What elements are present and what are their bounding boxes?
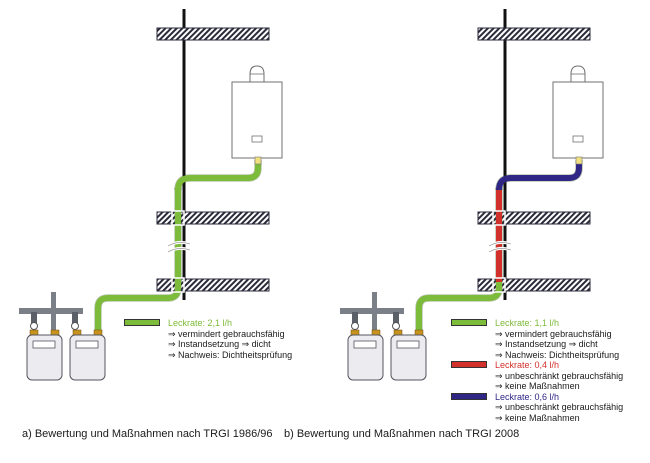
legend-title: Leckrate: 0,6 l/h xyxy=(495,391,560,402)
meter-fitting xyxy=(29,329,39,336)
legend-panel-b: Leckrate: 1,1 l/h⇒ vermindert gebrauchsf… xyxy=(451,318,623,423)
pipe-sleeve xyxy=(171,277,185,293)
legend-title: Leckrate: 0,4 l/h xyxy=(495,360,560,370)
legend-line: ⇒ keine Maßnahmen xyxy=(495,381,580,391)
legend-line: ⇒ Nachweis: Dichtheitsprüfung xyxy=(495,349,620,360)
heater-connector xyxy=(254,156,262,165)
floor-slab xyxy=(477,27,591,41)
gas-heater-icon xyxy=(552,81,604,159)
floor-slab xyxy=(477,278,591,292)
legend-line: ⇒ vermindert gebrauchsfähig xyxy=(495,328,612,339)
legend-swatch-blue xyxy=(451,392,487,400)
legend-swatch-green xyxy=(124,319,160,326)
legend-swatch-red xyxy=(451,361,487,368)
valve-icon xyxy=(30,322,38,330)
floor-slab xyxy=(156,278,270,292)
heater-display xyxy=(251,135,263,143)
valve-stem xyxy=(393,312,399,324)
caption-panel-b: b) Bewertung und Maßnahmen nach TRGI 200… xyxy=(284,428,520,440)
panel-a-diagram xyxy=(19,9,283,381)
valve-stem xyxy=(352,312,358,324)
valve-stem xyxy=(72,312,78,324)
legend-line: ⇒ Instandsetzung ⇒ dicht xyxy=(495,339,598,349)
valve-icon xyxy=(392,322,400,330)
valve-icon xyxy=(351,322,359,330)
break-mark-line xyxy=(488,248,512,253)
meter-display xyxy=(75,340,99,349)
meter-fitting xyxy=(393,329,403,336)
gas-pipe-upper xyxy=(496,160,582,191)
floor-slab xyxy=(477,211,591,225)
legend-entry: Leckrate: 1,1 l/h⇒ vermindert gebrauchsf… xyxy=(451,318,623,360)
meter-fitting xyxy=(50,329,60,336)
floor-slab xyxy=(156,27,270,41)
break-mark-line xyxy=(488,242,512,247)
panel-b-diagram xyxy=(340,9,604,381)
meter-fitting xyxy=(371,329,381,336)
meter-display xyxy=(353,340,377,349)
meter-fitting xyxy=(93,329,103,336)
legend-title: Leckrate: 2,1 l/h xyxy=(168,318,233,328)
legend-swatch-green xyxy=(451,319,487,326)
manifold-bar xyxy=(340,308,404,314)
heater-connector xyxy=(575,156,583,165)
valve-stem xyxy=(31,312,37,324)
legend-line: ⇒ vermindert gebrauchsfähig xyxy=(168,328,285,339)
legend-line: ⇒ unbeschränkt gebrauchsfähig xyxy=(495,402,624,412)
gas-pipe-upper xyxy=(175,160,261,191)
break-mark-line xyxy=(167,248,191,253)
pipe-sleeve xyxy=(492,277,506,293)
legend-line: ⇒ Instandsetzung ⇒ dicht xyxy=(168,339,271,349)
meter-fitting xyxy=(350,329,360,336)
pipe-sleeve xyxy=(492,210,506,226)
legend-line: ⇒ Nachweis: Dichtheitsprüfung xyxy=(168,349,293,360)
legend-line: ⇒ keine Maßnahmen xyxy=(495,412,580,423)
meter-display xyxy=(396,340,420,349)
legend-entry: Leckrate: 0,4 l/h⇒ unbeschränkt gebrauch… xyxy=(451,360,623,392)
valve-icon xyxy=(71,322,79,330)
manifold-bar xyxy=(19,308,83,314)
gas-heater-icon xyxy=(231,81,283,159)
break-mark-line xyxy=(167,242,191,247)
heater-display xyxy=(572,135,584,143)
legend-entry: Leckrate: 2,1 l/h⇒ vermindert gebrauchsf… xyxy=(124,318,292,360)
legend-line: ⇒ unbeschränkt gebrauchsfähig xyxy=(495,370,624,381)
meter-fitting xyxy=(72,329,82,336)
meter-fitting xyxy=(414,329,424,336)
legend-entry: Leckrate: 0,6 l/h⇒ unbeschränkt gebrauch… xyxy=(451,392,623,424)
legend-panel-a: Leckrate: 2,1 l/h⇒ vermindert gebrauchsf… xyxy=(124,318,292,360)
caption-panel-a: a) Bewertung und Maßnahmen nach TRGI 198… xyxy=(22,428,273,440)
floor-slab xyxy=(156,211,270,225)
meter-display xyxy=(32,340,56,349)
legend-title: Leckrate: 1,1 l/h xyxy=(495,318,560,328)
pipe-sleeve xyxy=(171,210,185,226)
